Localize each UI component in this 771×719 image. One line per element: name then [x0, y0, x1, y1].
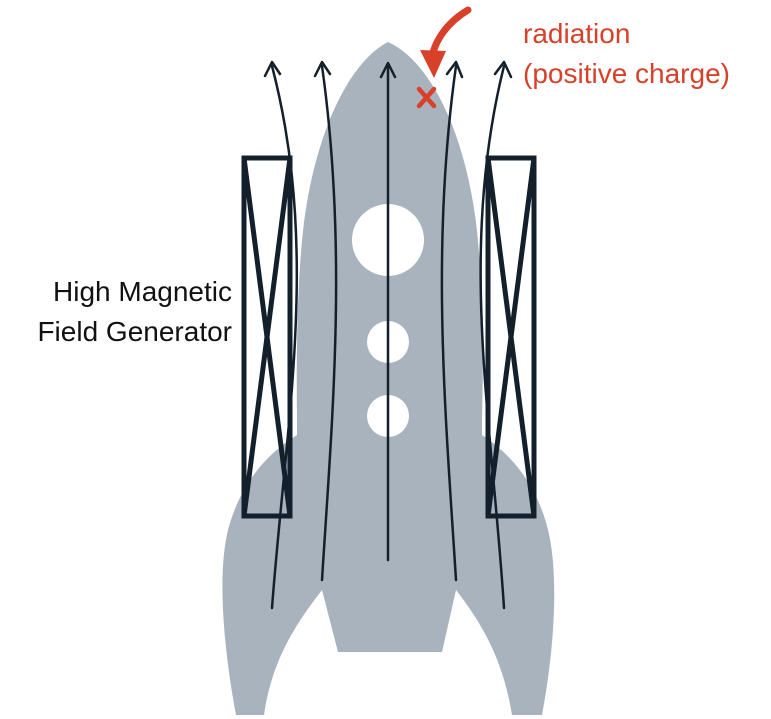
radiation-label-line-1: radiation	[523, 18, 631, 49]
field-line-4	[440, 64, 458, 582]
field-lines	[270, 64, 506, 610]
field-arrowheads	[263, 60, 513, 79]
field-line-2	[320, 64, 338, 582]
arrowhead-4	[445, 60, 464, 79]
x-mark-icon	[416, 86, 437, 109]
generator-label: High Magnetic Field Generator	[0, 272, 232, 352]
field-line-5	[479, 64, 506, 610]
field-line-1	[270, 64, 299, 610]
arrowhead-3	[379, 61, 397, 79]
arrowhead-2	[313, 60, 332, 78]
radiation-label: radiation (positive charge)	[523, 14, 730, 94]
generator-label-line-1: High Magnetic	[53, 276, 232, 307]
radiation-marker	[416, 6, 472, 109]
coil-right	[485, 155, 537, 519]
arrowhead-1	[263, 60, 282, 78]
coil-left	[241, 155, 293, 519]
generator-label-line-2: Field Generator	[37, 316, 232, 347]
curved-arrow-head	[420, 50, 446, 78]
radiation-label-line-2: (positive charge)	[523, 58, 730, 89]
arrowhead-5	[493, 60, 513, 79]
